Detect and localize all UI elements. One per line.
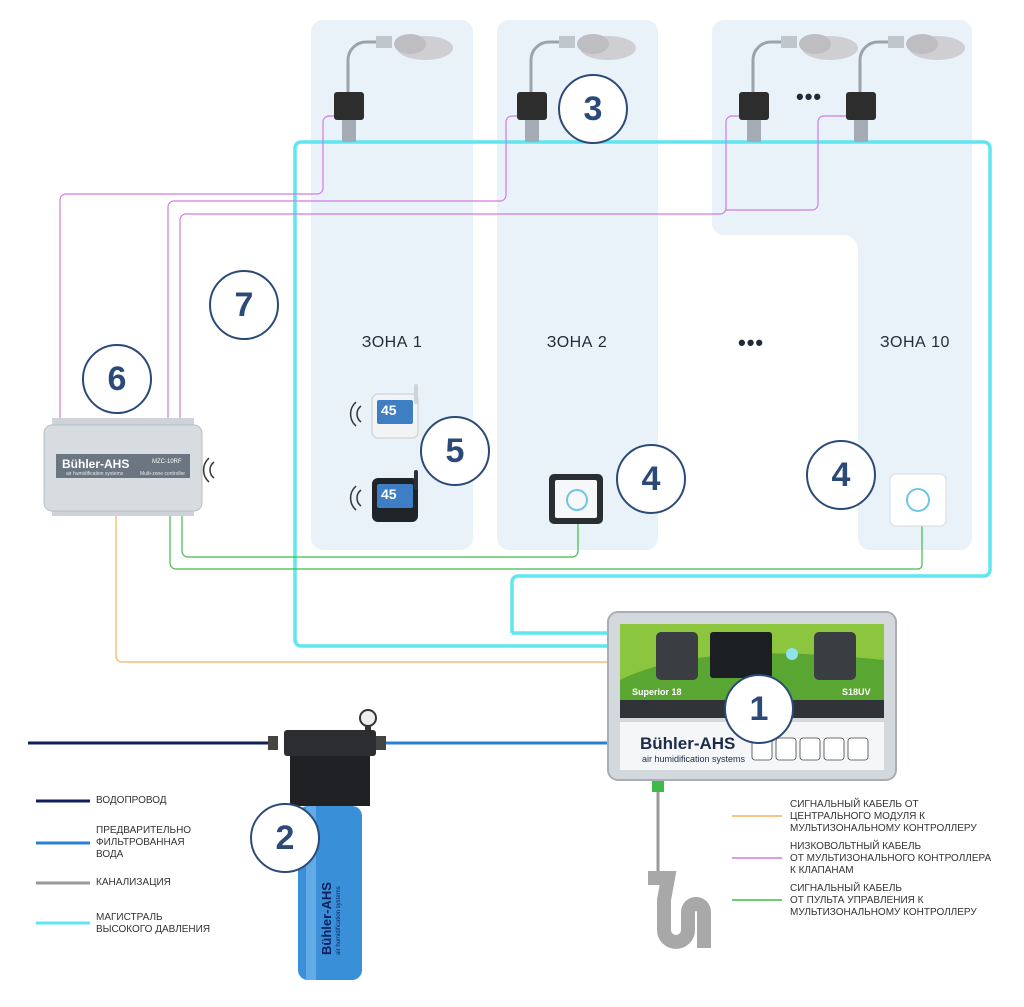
zone-1-label: ЗОНА 1 [361, 334, 423, 351]
wifi-icons [202, 401, 362, 511]
low-voltage-cables [59, 115, 855, 425]
nozzle-ellipsis: ••• [796, 84, 823, 109]
multizone-controller [43, 418, 203, 516]
filter-brand: Bühler-AHS [319, 882, 334, 955]
wireless-sensor-white [371, 384, 419, 439]
central-module-cable [115, 515, 612, 663]
nozzles [334, 34, 965, 142]
zone-10-area [712, 20, 972, 550]
main-unit-model: Superior 18 [632, 687, 682, 697]
zone-2-area [497, 20, 658, 550]
main-unit-tagline: air humidification systems [642, 754, 746, 764]
badge-4-panel-zone-2: 4 [616, 444, 686, 514]
nozzle-zone-1 [334, 34, 453, 142]
nozzle-zone-10-a [739, 34, 858, 142]
controller-tagline: air humidification systems [66, 471, 124, 477]
legend-orange-cable: СИГНАЛЬНЫЙ КАБЕЛЬ ОТ ЦЕНТРАЛЬНОГО МОДУЛЯ… [790, 799, 977, 834]
controller-subtitle: Multi-zone controller [140, 471, 186, 477]
badge-6-controller: 6 [82, 344, 152, 414]
filter-tagline: air humidification systems [336, 886, 342, 955]
badge-4-panel-zone-10: 4 [806, 440, 876, 510]
badge-2-filter: 2 [250, 803, 320, 873]
controller-brand: Bühler-AHS [62, 457, 130, 471]
legend-high-pressure: МАГИСТРАЛЬ ВЫСОКОГО ДАВЛЕНИЯ [96, 912, 211, 935]
zone-ellipsis: ••• [738, 330, 765, 355]
control-panel-zone-2 [549, 474, 603, 524]
zone-2-label: ЗОНА 2 [546, 334, 608, 351]
legend-water: ВОДОПРОВОД [96, 795, 167, 806]
zone-10-label: ЗОНА 10 [880, 334, 950, 351]
legend-lines [36, 799, 782, 925]
drain-pipe [648, 778, 711, 949]
control-panel-zone-10 [889, 473, 947, 527]
legend-green-cable: СИГНАЛЬНЫЙ КАБЕЛЬ ОТ ПУЛЬТА УПРАВЛЕНИЯ К… [790, 883, 977, 918]
badge-3-nozzle: 3 [558, 74, 628, 144]
main-unit-brand: Bühler-AHS [640, 734, 736, 753]
wireless-sensor-black [372, 470, 418, 522]
legend-purple-cable: НИЗКОВОЛЬТНЫЙ КАБЕЛЬ ОТ МУЛЬТИЗОНАЛЬНОГО… [790, 841, 992, 876]
sensor-black-reading: 45 [381, 486, 397, 502]
main-unit-code: S18UV [842, 687, 871, 697]
legend-filtered-water: ПРЕДВАРИТЕЛЬНО ФИЛЬТРОВАННАЯ ВОДА [96, 825, 192, 860]
nozzle-zone-2 [517, 34, 636, 142]
nozzle-zone-10-b [846, 34, 965, 142]
high-pressure-line [293, 140, 992, 648]
badge-1-main-unit: 1 [724, 674, 794, 744]
badge-5-sensors: 5 [420, 416, 490, 486]
sensor-white-reading: 45 [381, 402, 397, 418]
badge-7-line: 7 [209, 270, 279, 340]
controller-model: MZC-10RF [152, 459, 182, 465]
control-panel-cable [169, 515, 923, 570]
legend-sewer: КАНАЛИЗАЦИЯ [96, 877, 171, 888]
